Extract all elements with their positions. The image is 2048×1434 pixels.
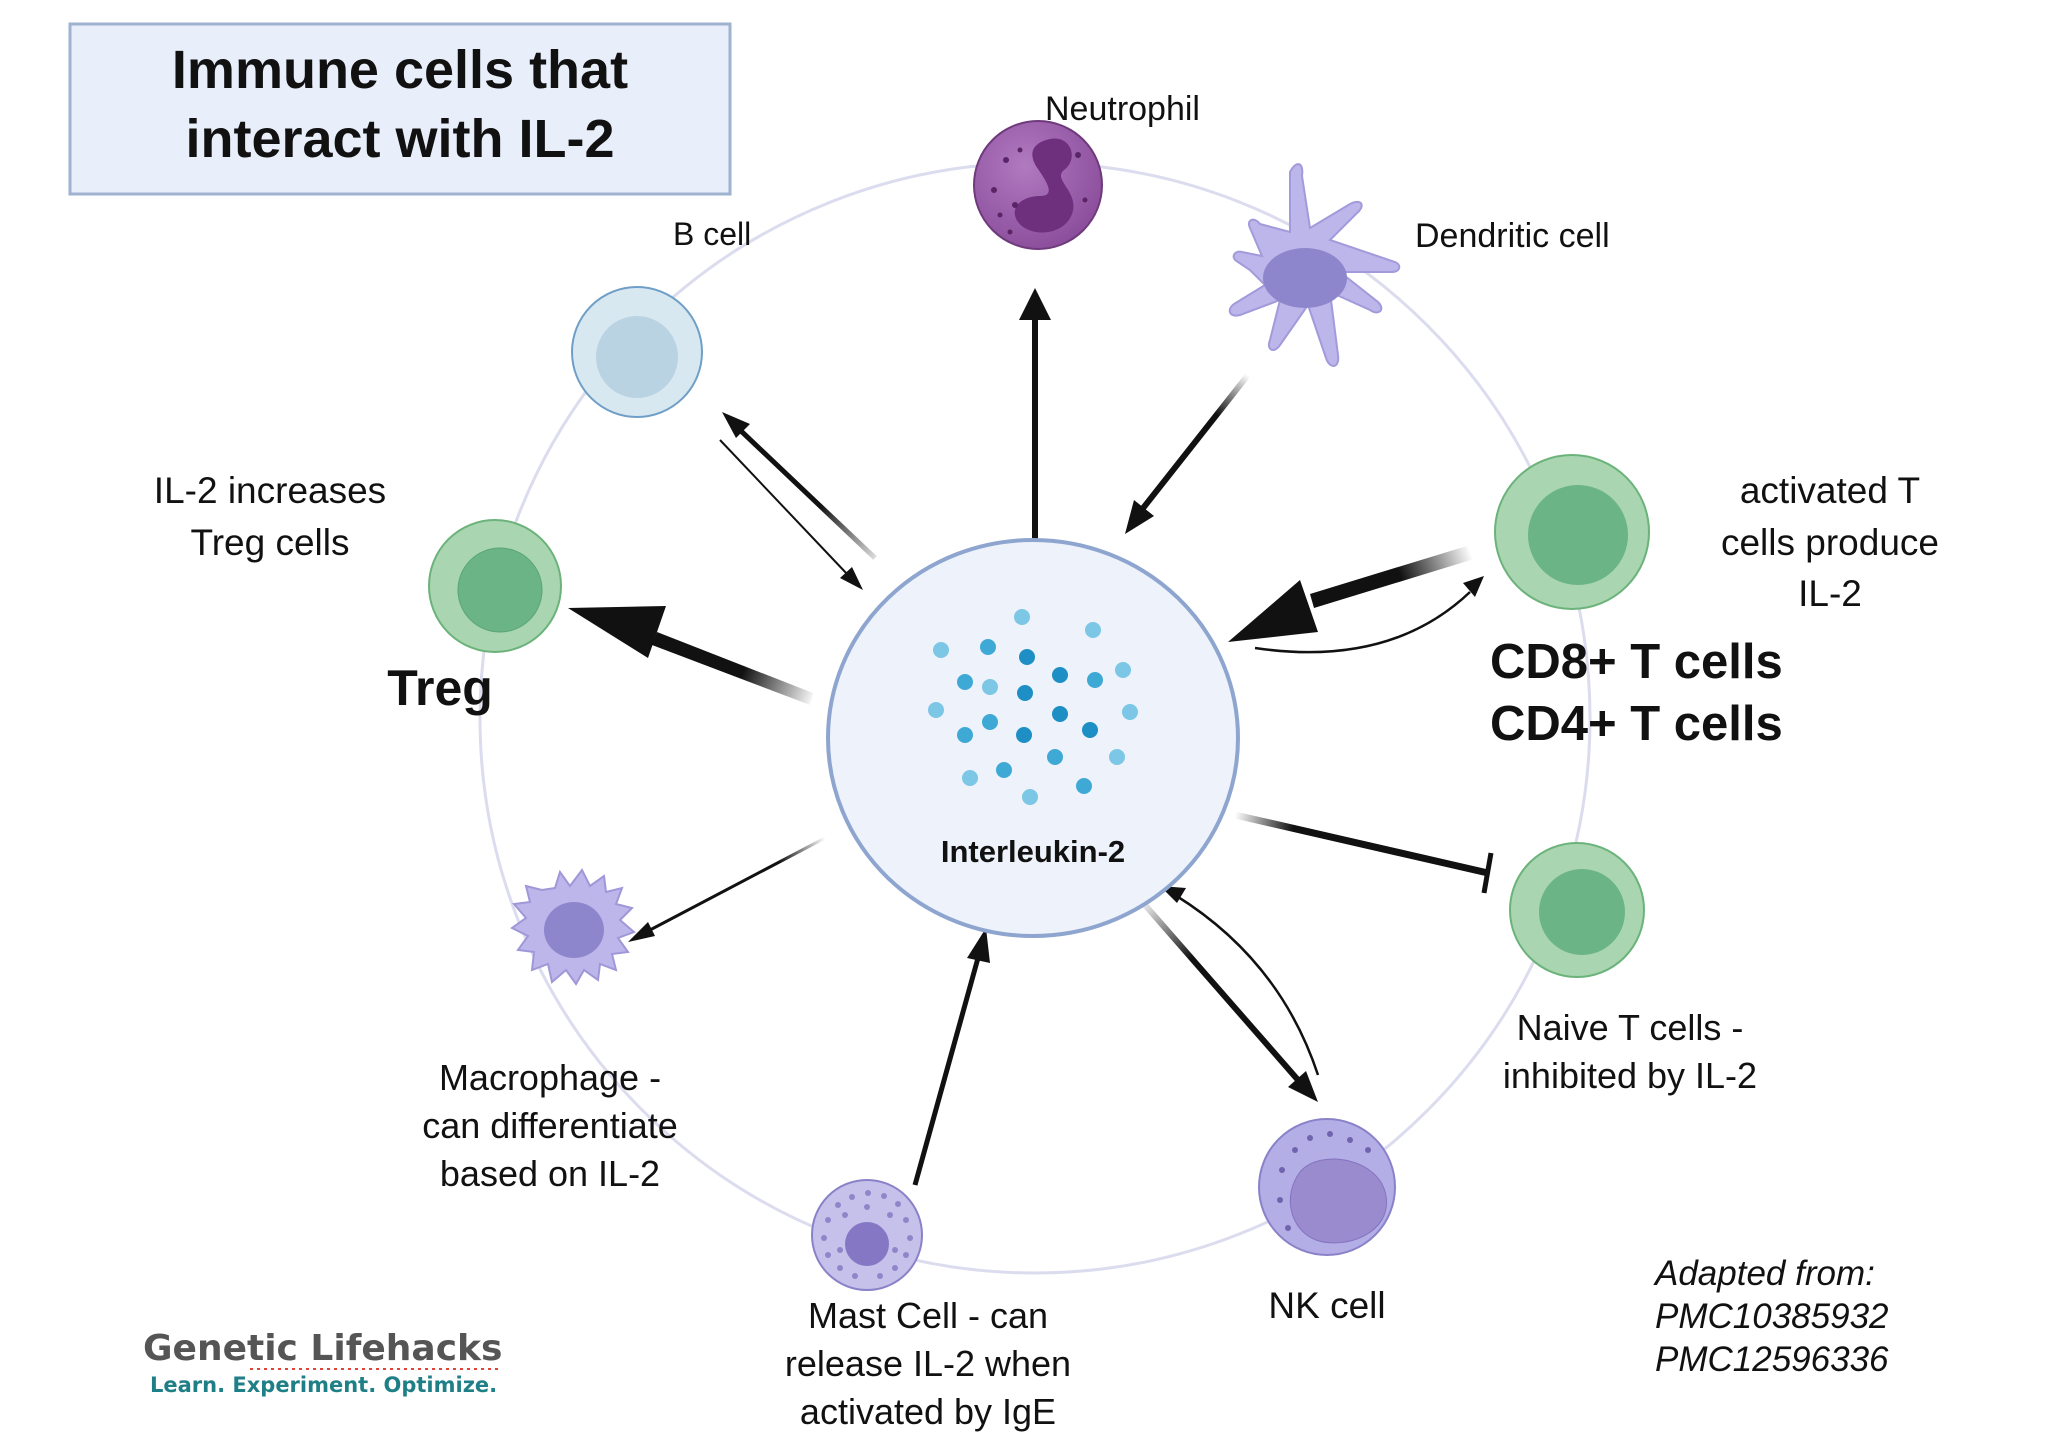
title-line-1: Immune cells that	[172, 40, 628, 100]
arrows-bcell-exchange	[719, 412, 877, 590]
naive-label-line-2: inhibited by IL-2	[1503, 1055, 1757, 1096]
neutrophil-cell	[973, 120, 1103, 250]
credit-line-2: PMC10385932	[1655, 1297, 1889, 1336]
neutrophil-nucleus-icon	[1014, 138, 1074, 233]
b-cell	[571, 286, 703, 418]
neutrophil-label: Neutrophil	[1045, 90, 1200, 128]
cd4-label: CD4+ T cells	[1490, 697, 1783, 751]
bcell-label: B cell	[673, 216, 751, 252]
mast-cell	[811, 1179, 923, 1291]
arrow-from-dendritic	[1125, 373, 1251, 534]
treg-note-line-1: IL-2 increases	[154, 470, 386, 511]
arrow-to-macrophage	[628, 836, 826, 942]
macrophage-cell	[510, 868, 636, 986]
dendritic-cell	[1228, 163, 1401, 367]
arrow-to-treg	[568, 606, 813, 705]
tcells-note-line-2: cells produce	[1721, 522, 1939, 563]
arrow-to-neutrophil	[1019, 288, 1051, 545]
nk-cell	[1258, 1118, 1396, 1256]
treg-note-line-2: Treg cells	[190, 522, 349, 563]
arrow-from-tcells	[1228, 545, 1484, 654]
arrows-nk-exchange	[1142, 886, 1320, 1102]
arrow-from-mast	[912, 928, 990, 1186]
macrophage-label-line-1: Macrophage -	[439, 1057, 661, 1098]
mast-label-line-2: release IL-2 when	[785, 1343, 1071, 1384]
genetic-lifehacks-logo: Genetic Lifehacks Learn. Experiment. Opt…	[143, 1328, 502, 1397]
tcells-note-line-3: IL-2	[1798, 573, 1862, 614]
brand-name: Genetic Lifehacks	[143, 1328, 502, 1369]
tcells-note-line-1: activated T	[1740, 470, 1920, 511]
dendritic-label: Dendritic cell	[1415, 217, 1610, 255]
title-line-2: interact with IL-2	[185, 109, 614, 169]
brand-tagline: Learn. Experiment. Optimize.	[150, 1373, 497, 1397]
treg-cell	[428, 519, 562, 653]
interleukin-2-node: Interleukin-2	[826, 538, 1240, 938]
credit-line-3: PMC12596336	[1655, 1340, 1889, 1379]
macrophage-label-line-2: can differentiate	[422, 1105, 678, 1146]
title-box: Immune cells that interact with IL-2	[68, 22, 732, 196]
source-credit: Adapted from: PMC10385932 PMC12596336	[1653, 1254, 1889, 1379]
inhibit-naive	[1234, 811, 1494, 894]
t-cells	[1494, 454, 1650, 610]
center-label: Interleukin-2	[941, 834, 1125, 869]
il2-molecules-icon	[928, 609, 1138, 805]
cd8-label: CD8+ T cells	[1490, 635, 1783, 689]
credit-line-1: Adapted from:	[1653, 1254, 1875, 1293]
naive-t-cell	[1509, 842, 1645, 978]
treg-label: Treg	[387, 660, 493, 716]
mast-label-line-1: Mast Cell - can	[808, 1295, 1048, 1336]
macrophage-label-line-3: based on IL-2	[440, 1153, 660, 1194]
naive-label-line-1: Naive T cells -	[1517, 1007, 1744, 1048]
nk-label: NK cell	[1268, 1285, 1385, 1326]
mast-label-line-3: activated by IgE	[800, 1391, 1056, 1432]
